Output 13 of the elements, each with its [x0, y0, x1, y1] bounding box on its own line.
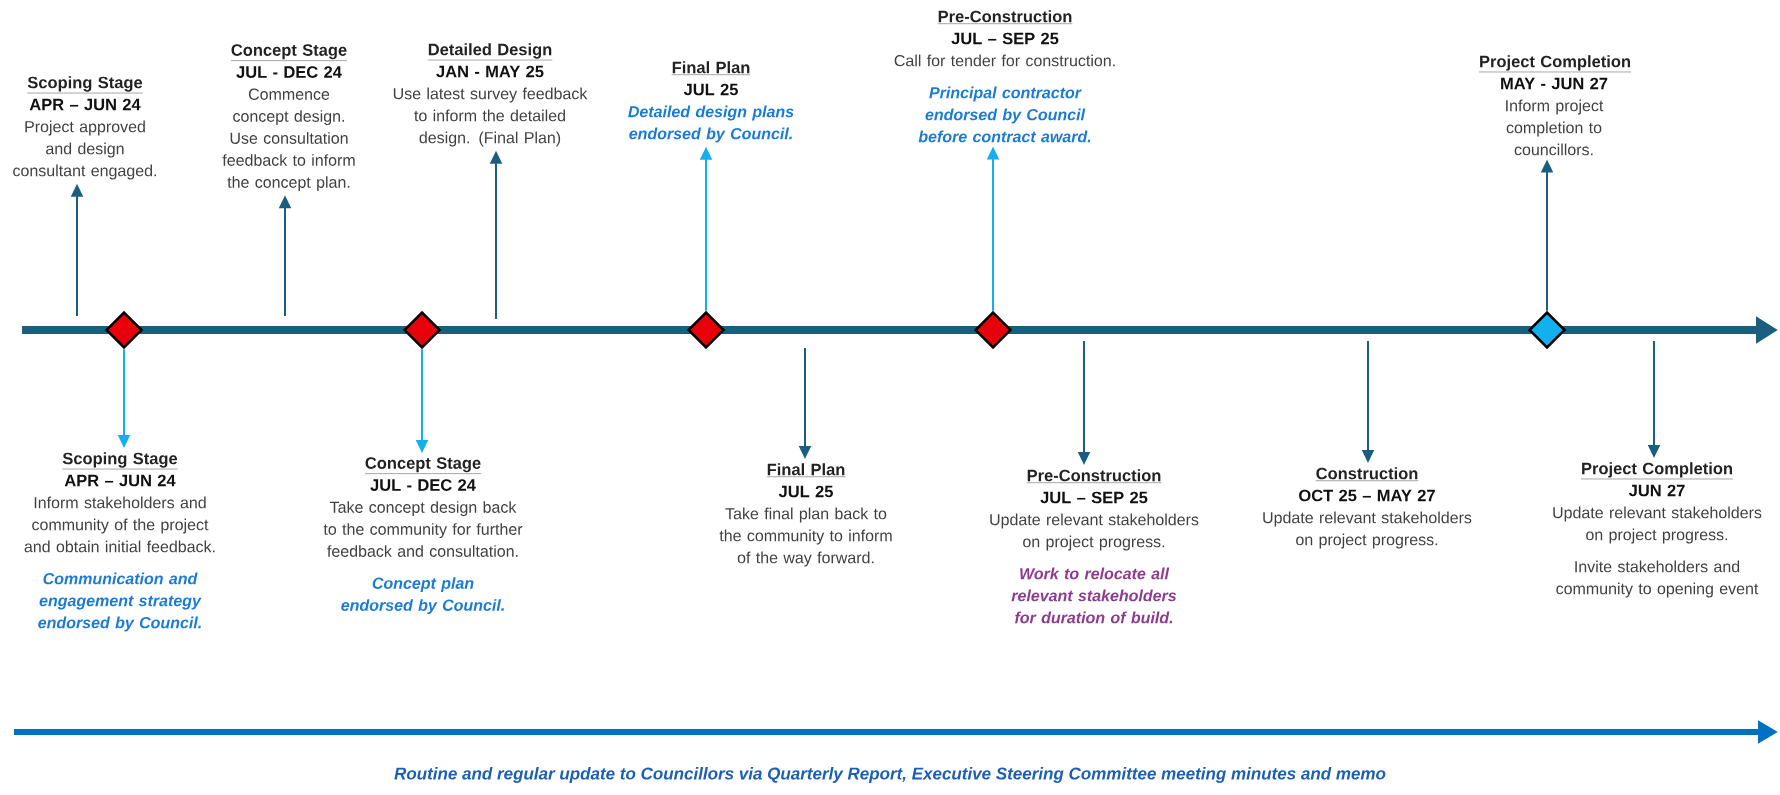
- milestone-text: Concept Stage JUL - DEC 24 Commence concept design. Use consultation feedback to inform the concept plan.: [222, 44, 355, 192]
- milestone-text: Construction OCT 25 – MAY 27 Update relevant stakeholders on project progress.: [1263, 467, 1472, 549]
- milestone-text: Pre-Construction JUL – SEP 25 Update relevant stakeholders on project progress. Work to relocate all relevant stakeholders for duration of build.: [990, 469, 1199, 624]
- milestone-text: Final Plan JUL 25 Detailed design plans endorsed by Council.: [628, 61, 794, 143]
- milestone-text: Pre-Construction JUL – SEP 25 Call for tender for construction. Principal contractor endorsed by Council before contract award.: [894, 10, 1115, 143]
- caption: Routine and regular update to Councillors via Quarterly Report, Executive Steering Committee meeting minutes and memo: [394, 767, 1386, 783]
- milestone-text: Scoping Stage APR – JUN 24 Project approved and design consultant engaged.: [13, 76, 156, 180]
- milestone-text: Final Plan JUL 25 Take final plan back to the community to inform of the way forward.: [719, 463, 892, 567]
- milestone-text: Concept Stage JUL - DEC 24 Take concept design back to the community for further feedback and consultation. Concept plan endorsed by Council.: [323, 457, 523, 615]
- milestone-text: Project Completion MAY - JUN 27 Inform project completion to councillors.: [1478, 55, 1632, 156]
- milestone-text: Project Completion JUN 27 Update relevant stakeholders on project progress. Invite stakeholders and community to opening event: [1553, 462, 1762, 598]
- milestone-text: Scoping Stage APR – JUN 24 Inform stakeholders and community of the project and obtain initial feedback. Communication and engagement strategy endorsed by Council.: [24, 452, 215, 632]
- milestone-text: Detailed Design JAN - MAY 25 Use latest survey feedback to inform the detailed design. (Final Plan): [393, 43, 588, 147]
